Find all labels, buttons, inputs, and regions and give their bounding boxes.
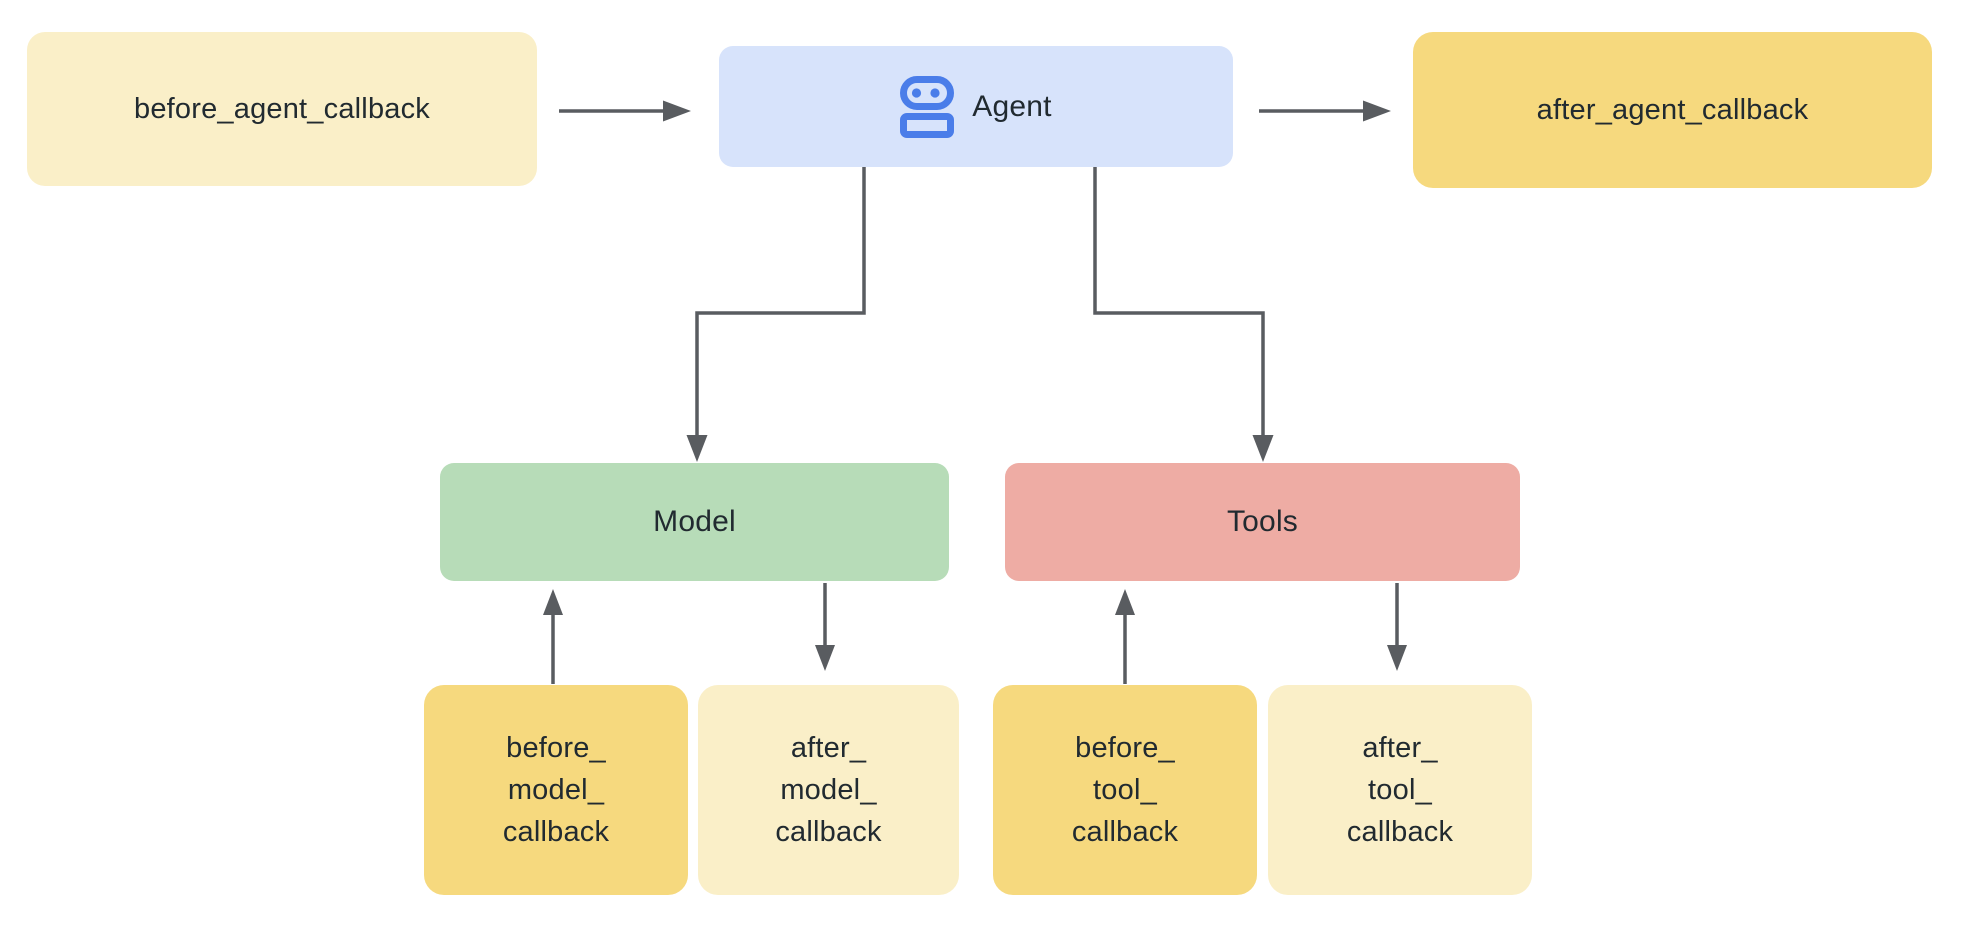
node-before-agent-callback: before_agent_callback — [27, 32, 537, 186]
arrow-agent-to-model — [686, 167, 866, 462]
before-tool-callback-label: before_ tool_ callback — [1071, 732, 1179, 848]
after-model-callback-label: after_ model_ callback — [775, 732, 882, 848]
node-tools: Tools — [1005, 463, 1520, 581]
before-model-callback-label: before_ model_ callback — [502, 732, 610, 848]
node-after-tool-callback: after_ tool_ callback — [1268, 685, 1532, 895]
agent-label: Agent — [972, 89, 1052, 123]
arrow-before-model-to-model — [543, 589, 563, 684]
arrow-before-tool-to-tools — [1115, 589, 1135, 684]
robot-icon — [900, 75, 955, 138]
model-label: Model — [653, 505, 736, 538]
node-after-agent-callback: after_agent_callback — [1413, 32, 1932, 188]
arrow-agent-to-after-agent — [1259, 100, 1391, 122]
before-agent-callback-label: before_agent_callback — [133, 92, 431, 125]
node-model: Model — [440, 463, 949, 581]
arrow-before-agent-to-agent — [559, 100, 691, 122]
node-before-model-callback: before_ model_ callback — [424, 685, 688, 895]
arrow-model-to-after-model — [815, 583, 835, 671]
arrow-tools-to-after-tool — [1387, 583, 1407, 671]
after-agent-callback-label: after_agent_callback — [1536, 93, 1809, 126]
node-agent: Agent — [719, 46, 1233, 167]
arrow-agent-to-tools — [1093, 167, 1274, 462]
after-tool-callback-label: after_ tool_ callback — [1346, 732, 1454, 848]
tools-label: Tools — [1226, 505, 1299, 538]
node-before-tool-callback: before_ tool_ callback — [993, 685, 1257, 895]
node-after-model-callback: after_ model_ callback — [698, 685, 959, 895]
